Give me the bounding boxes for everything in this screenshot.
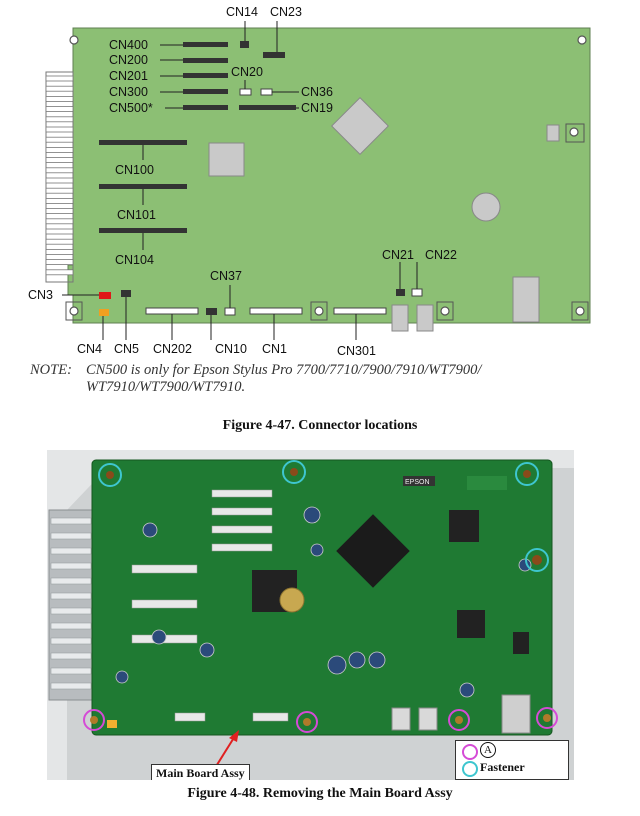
chip-square xyxy=(208,142,245,177)
label-cn5: CN5 xyxy=(114,342,139,356)
label-cn21: CN21 xyxy=(382,248,414,262)
label-cn37: CN37 xyxy=(210,269,242,283)
label-cn101: CN101 xyxy=(117,208,156,222)
legend-a-label: A xyxy=(480,742,496,758)
callout-arrow xyxy=(214,730,239,769)
note: NOTE: CN500 is only for Epson Stylus Pro … xyxy=(30,362,610,396)
heatsink xyxy=(48,509,95,701)
label-cn500: CN500* xyxy=(109,101,153,115)
label-cn104: CN104 xyxy=(115,253,154,267)
label-cn20: CN20 xyxy=(231,65,263,79)
label-cn3: CN3 xyxy=(28,288,53,302)
label-cn22: CN22 xyxy=(425,248,457,262)
legend-fastener-label: Fastener xyxy=(480,760,525,774)
battery xyxy=(471,192,501,222)
label-cn201: CN201 xyxy=(109,69,148,83)
figure-4-48-caption: Figure 4-48. Removing the Main Board Ass… xyxy=(187,786,453,801)
chip-main xyxy=(331,97,389,155)
legend-box: A Fastener xyxy=(455,740,569,780)
edge-connector xyxy=(45,71,74,283)
pcb xyxy=(91,459,553,736)
label-cn14: CN14 xyxy=(226,5,258,19)
label-cn4: CN4 xyxy=(77,342,102,356)
a-marker-icon xyxy=(462,744,478,760)
mounting-holes xyxy=(69,35,587,316)
connector-diagram: CN14 CN23 CN400 CN200 CN201 CN20 CN300 C… xyxy=(28,5,591,358)
main-board-photo: EPSON Main Boa xyxy=(47,450,574,780)
note-line-2: WT7910/WT7900/WT7910. xyxy=(86,379,246,395)
label-cn300: CN300 xyxy=(109,85,148,99)
label-cn100: CN100 xyxy=(115,163,154,177)
fastener-markers xyxy=(98,460,549,572)
fastener-marker-icon xyxy=(462,761,478,777)
note-line-1: CN500 is only for Epson Stylus Pro 7700/… xyxy=(86,362,482,378)
label-cn202: CN202 xyxy=(153,342,192,356)
a-markers xyxy=(83,707,558,733)
label-cn400: CN400 xyxy=(109,38,148,52)
label-cn19: CN19 xyxy=(301,101,333,115)
note-label: NOTE: xyxy=(30,362,72,378)
main-board-assy-label: Main Board Assy xyxy=(151,764,250,780)
label-cn10: CN10 xyxy=(215,342,247,356)
label-cn23: CN23 xyxy=(270,5,302,19)
label-cn301: CN301 xyxy=(337,344,376,358)
label-cn200: CN200 xyxy=(109,53,148,67)
label-cn36: CN36 xyxy=(301,85,333,99)
figure-4-47-caption: Figure 4-47. Connector locations xyxy=(222,418,418,433)
chip-brand-label: EPSON xyxy=(405,479,430,486)
label-cn1: CN1 xyxy=(262,342,287,356)
